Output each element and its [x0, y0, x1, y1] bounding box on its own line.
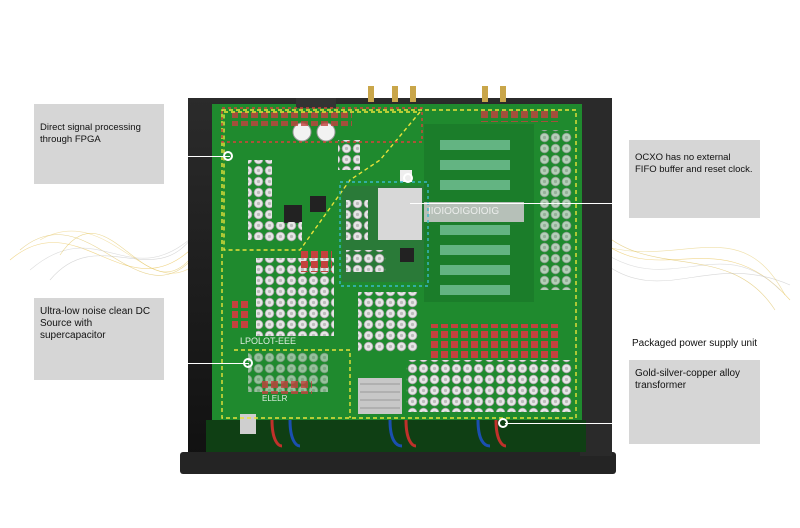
transformer-marker: [498, 418, 508, 428]
callout-fpga: Direct signal processing through FPGA: [34, 104, 164, 184]
rear-connectors: [296, 86, 506, 108]
clock-block: [342, 170, 426, 282]
label-power-supply: Packaged power supply unit: [632, 338, 758, 349]
power-wires: [240, 414, 507, 448]
decorative-wave-lines: [9, 224, 791, 311]
supercapacitor-array: [232, 250, 334, 394]
callout-transformer: Gold-silver-copper alloy transformer: [629, 360, 760, 444]
fpga-marker: [223, 151, 233, 161]
ocxo-leader-line: [410, 203, 630, 204]
fpga-area-components: [232, 112, 360, 242]
channel-strips: [424, 110, 572, 302]
fpga-leader-line: [164, 156, 230, 157]
dc-leader-line: [164, 363, 249, 364]
callout-dc-source: Ultra-low noise clean DC Source with sup…: [34, 298, 164, 380]
supercap-label: LPOLOT-EEE: [240, 336, 297, 346]
bottom-board-label: ELELR: [262, 394, 288, 403]
callout-ocxo: OCXO has no external FIFO buffer and res…: [629, 140, 760, 218]
clock-chip-marking: IIOIOOIGOIOIG: [428, 206, 500, 217]
zone-outlines: [221, 107, 577, 419]
transformer-leader-line: [505, 423, 630, 424]
ocxo-marker: [403, 173, 413, 183]
dc-marker: [243, 358, 253, 368]
chassis-front-panel: [180, 452, 616, 474]
power-supply-components: [358, 292, 572, 414]
